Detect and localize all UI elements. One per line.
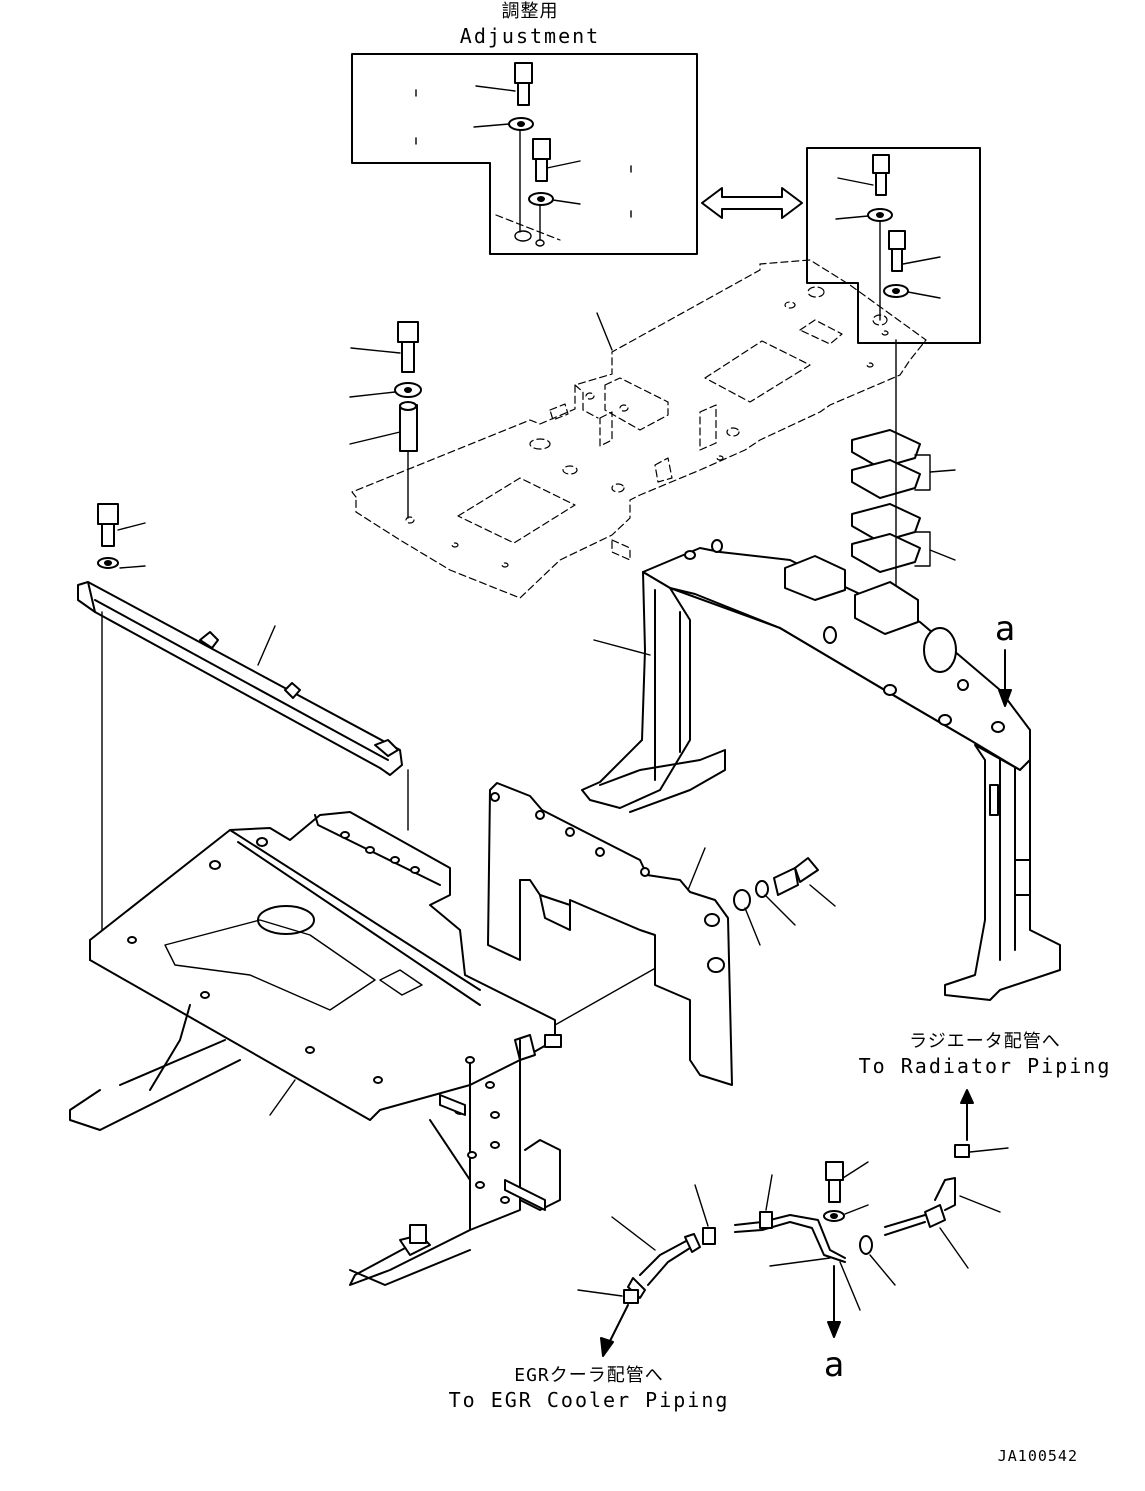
double-arrow-icon [701, 187, 803, 219]
radiator-label-jp: ラジエータ配管へ [909, 1031, 1061, 1052]
ref-a-top: a [995, 609, 1015, 649]
egr-arrow [607, 1304, 629, 1346]
middle-panel [487, 782, 733, 1086]
piping-parts [577, 1144, 1009, 1311]
adjustment-label-jp: 調整用 [502, 1, 559, 22]
shims [851, 339, 956, 611]
ref-a-bottom: a [824, 1345, 844, 1385]
right-frame [581, 539, 1061, 1001]
drawing-code: JA100542 [998, 1447, 1078, 1465]
adjustment-label: Adjustment [460, 24, 600, 48]
radiator-label: To Radiator Piping [859, 1054, 1112, 1078]
left-rail [77, 503, 409, 931]
panel-fasteners [733, 857, 836, 946]
egr-label: To EGR Cooler Piping [449, 1388, 730, 1412]
floor-plate [351, 259, 927, 599]
egr-label-jp: EGRクーラ配管へ [514, 1365, 664, 1386]
adjustment-inset-right [806, 147, 981, 344]
bottom-left-frame [69, 811, 706, 1286]
adjustment-inset-left [351, 53, 698, 255]
plate-bolt-stack [349, 321, 422, 519]
